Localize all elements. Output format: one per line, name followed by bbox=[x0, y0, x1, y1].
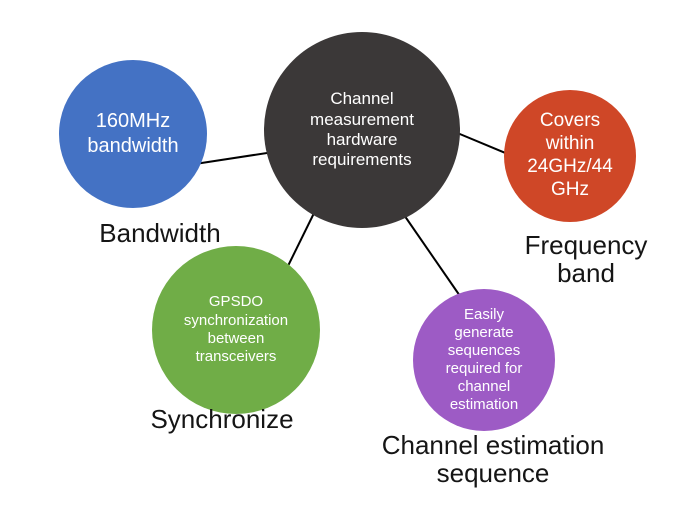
node-bandwidth-text: 160MHz bandwidth bbox=[87, 110, 179, 157]
node-frequency-band-circle: Covers within 24GHz/44 GHz bbox=[504, 90, 636, 222]
label-synchronize: Synchronize bbox=[150, 404, 294, 434]
node-channel-estimation-text: Easily generate sequences required for c… bbox=[445, 306, 523, 413]
node-synchronize-text: GPSDO synchronization between transceive… bbox=[183, 293, 289, 366]
node-synchronize-circle: GPSDO synchronization between transceive… bbox=[152, 246, 320, 414]
label-frequency-band: Frequency band bbox=[524, 230, 648, 289]
connector-line-sequence bbox=[401, 211, 461, 297]
label-channel-estimation-sequence: Channel estimation sequence bbox=[381, 430, 605, 489]
connector-line-synchronize bbox=[285, 204, 319, 271]
central-node-text: Channel measurement hardware requirement… bbox=[310, 89, 414, 170]
label-bandwidth: Bandwidth bbox=[99, 218, 221, 248]
node-channel-estimation-circle: Easily generate sequences required for c… bbox=[413, 289, 555, 431]
node-bandwidth-circle: 160MHz bandwidth bbox=[59, 60, 207, 208]
central-node-circle: Channel measurement hardware requirement… bbox=[264, 32, 460, 228]
node-frequency-band-text: Covers within 24GHz/44 GHz bbox=[527, 110, 613, 200]
